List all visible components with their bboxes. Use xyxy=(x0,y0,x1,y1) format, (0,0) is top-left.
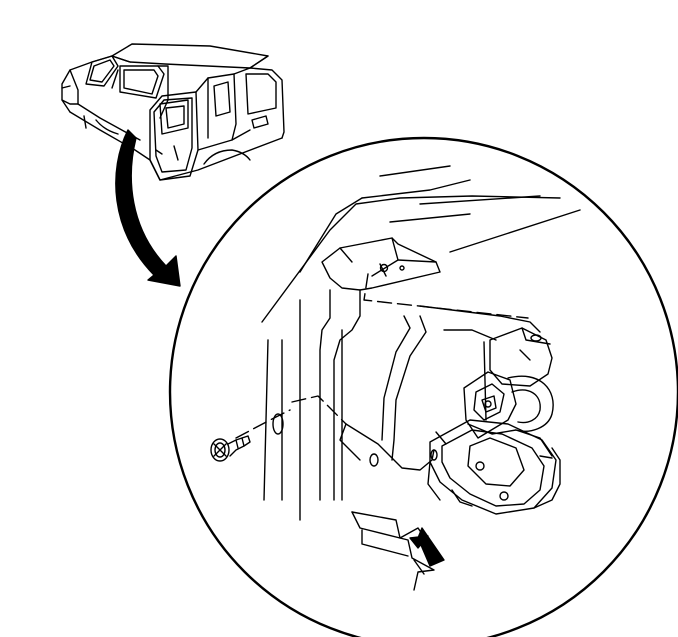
callout-arrow-icon xyxy=(116,130,180,286)
direction-arrow-icon xyxy=(352,512,444,590)
mounting-screw xyxy=(211,414,283,461)
mounting-bracket xyxy=(262,166,580,520)
van-body-overview-icon xyxy=(62,44,284,180)
alignment-lines xyxy=(236,274,528,438)
detail-view-circle xyxy=(170,138,678,637)
door-hinge-assembly xyxy=(428,328,560,514)
